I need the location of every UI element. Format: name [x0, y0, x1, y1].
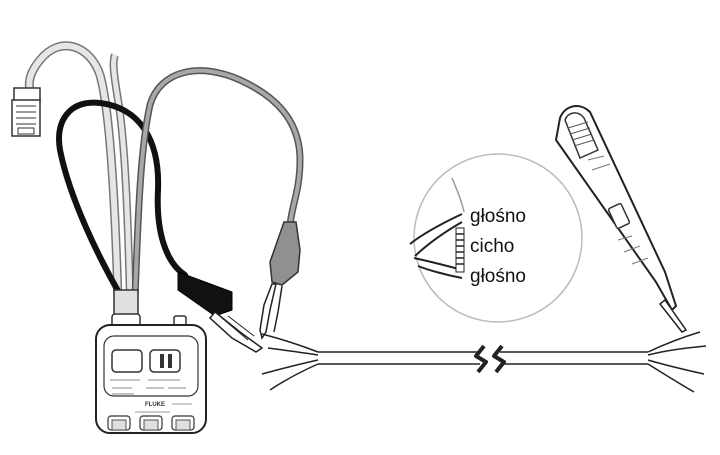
- label-loud-top: głośno: [470, 206, 526, 227]
- black-test-lead: [56, 99, 188, 301]
- tone-probe-icon: [554, 105, 688, 333]
- cable-break-icon: [474, 344, 506, 374]
- tone-generator-device: FLUKE: [95, 289, 207, 434]
- cable-left-end: [261, 333, 319, 391]
- device-brand-label: FLUKE: [145, 402, 165, 408]
- label-loud-bottom: głośno: [470, 266, 526, 287]
- device-button-right: [149, 349, 181, 373]
- lan-cable: [24, 41, 134, 305]
- device-button-left: [111, 349, 143, 373]
- cable-right-end: [647, 331, 707, 393]
- rj45-connector-icon: [11, 87, 41, 137]
- label-quiet: cicho: [470, 236, 514, 257]
- cable-run: [318, 351, 648, 365]
- black-alligator-clip-icon: [177, 271, 264, 353]
- gray-alligator-clip-icon: [259, 221, 301, 340]
- gray-test-lead: [131, 67, 304, 302]
- signal-gradient-bar: [455, 227, 465, 273]
- signal-strength-callout: głośno cicho głośno: [409, 153, 583, 323]
